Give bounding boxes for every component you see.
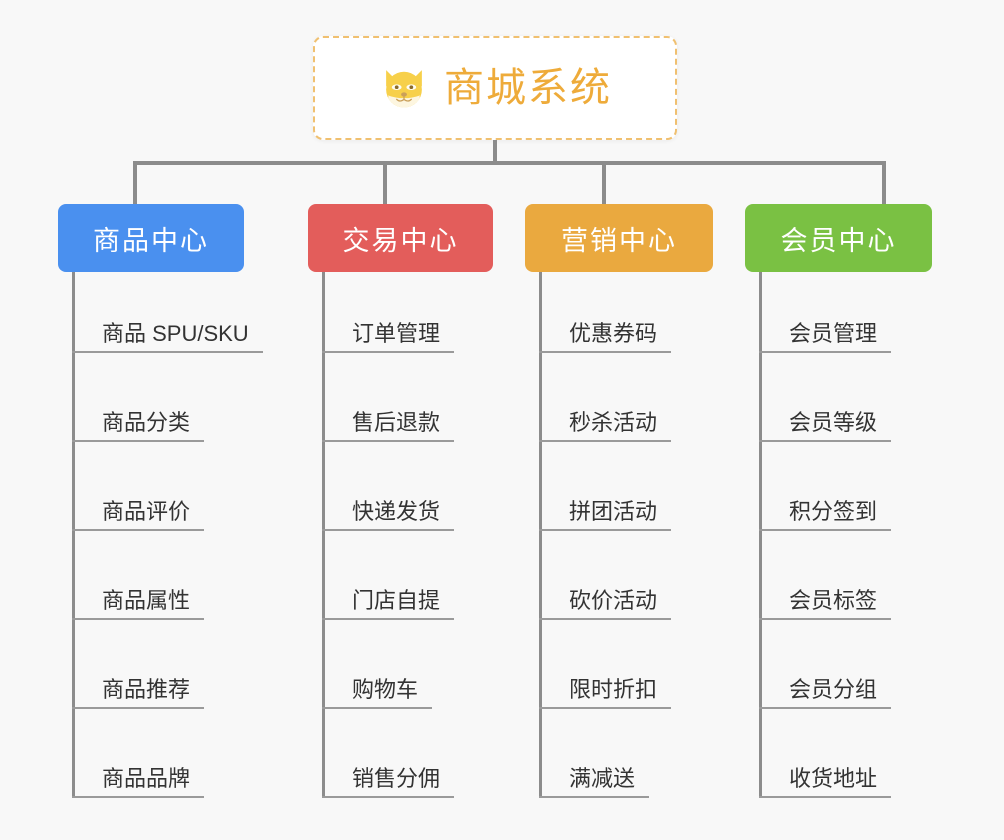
leaf-item-underline [539,796,649,798]
leaf-item-underline [322,796,454,798]
leaf-item-label: 满减送 [569,766,636,791]
leaf-item-label: 秒杀活动 [569,410,658,435]
connector-drop-marketing-center [602,161,606,205]
category-box-product-center[interactable]: 商品中心 [58,204,244,272]
leaf-item-label: 购物车 [352,677,419,702]
leaf-item-label: 销售分佣 [352,766,441,791]
category-label: 会员中心 [780,225,897,256]
leaf-item-underline [759,351,891,353]
leaf-item-label: 限时折扣 [569,677,658,702]
root-title: 商城系统 [444,66,612,110]
leaf-item-label: 商品属性 [102,588,191,613]
leaf-item-underline [322,351,454,353]
leaf-item-label: 商品分类 [102,410,191,435]
category-label: 营销中心 [561,225,677,256]
leaf-item-label: 商品 SPU/SKU [102,321,249,346]
category-box-marketing-center[interactable]: 营销中心 [525,204,713,272]
leaf-item-underline [322,707,432,709]
leaf-item-label: 砍价活动 [569,588,658,613]
leaf-item-underline [759,618,891,620]
leaf-item-label: 积分签到 [789,499,878,524]
leaf-item-label: 会员标签 [789,588,878,613]
category-box-trade-center[interactable]: 交易中心 [308,204,493,272]
connector-root-stem [493,140,497,164]
column-trunk-line [322,272,325,798]
leaf-item-underline [759,440,891,442]
category-box-member-center[interactable]: 会员中心 [745,204,932,272]
leaf-item-underline [72,796,204,798]
column-trunk-line [759,272,762,798]
leaf-item-label: 商品推荐 [102,677,191,702]
leaf-item-underline [759,707,891,709]
leaf-item-label: 订单管理 [352,321,441,346]
shiba-dog-face-icon [378,62,430,114]
leaf-item-underline [759,796,891,798]
leaf-item-label: 门店自提 [352,588,441,613]
leaf-item-label: 拼团活动 [569,499,658,524]
leaf-item-underline [539,618,671,620]
connector-drop-trade-center [383,161,387,205]
column-trunk-line [72,272,75,798]
connector-drop-product-center [133,161,137,205]
leaf-item-underline [539,440,671,442]
leaf-item-underline [539,707,671,709]
leaf-item-underline [72,529,204,531]
leaf-item-underline [322,618,454,620]
leaf-item-label: 收货地址 [789,766,878,791]
leaf-item-underline [72,618,204,620]
column-trunk-line [539,272,542,798]
leaf-item-underline [322,440,454,442]
connector-horizontal-bar [133,161,886,165]
leaf-item-underline [539,351,671,353]
leaf-item-label: 会员等级 [789,410,878,435]
category-label: 商品中心 [93,225,209,256]
leaf-item-underline [759,529,891,531]
leaf-item-underline [72,707,204,709]
leaf-item-label: 优惠券码 [569,321,658,346]
leaf-item-underline [322,529,454,531]
category-label: 交易中心 [342,225,459,256]
leaf-item-underline [539,529,671,531]
leaf-item-label: 快递发货 [352,499,441,524]
leaf-item-label: 会员管理 [789,321,878,346]
leaf-item-underline [72,351,263,353]
leaf-item-label: 商品评价 [102,499,191,524]
root-node-shop-system[interactable]: 商城系统 [313,36,677,140]
connector-drop-member-center [882,161,886,205]
leaf-item-underline [72,440,204,442]
leaf-item-label: 商品品牌 [102,766,191,791]
leaf-item-label: 售后退款 [352,410,441,435]
leaf-item-label: 会员分组 [789,677,878,702]
